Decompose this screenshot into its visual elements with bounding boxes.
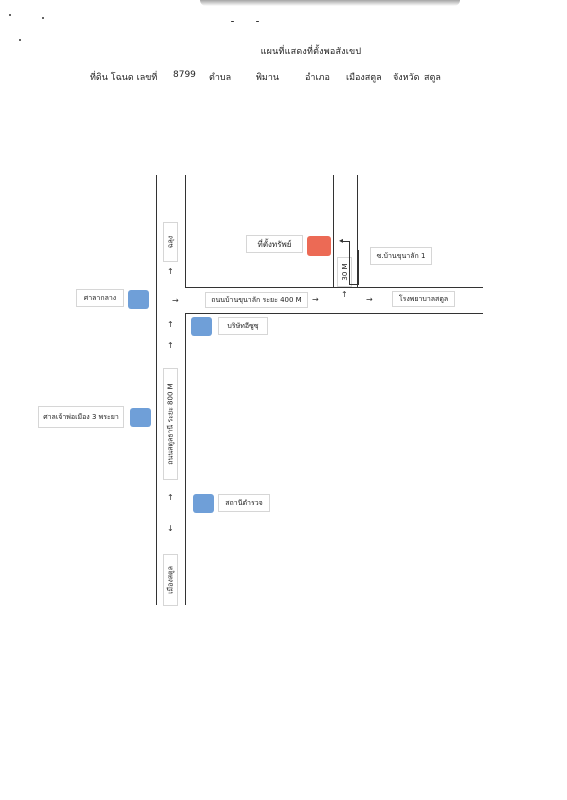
scan-speck <box>231 21 234 22</box>
district-label: อำเภอ <box>305 73 330 83</box>
subdistrict-value: พิมาน <box>256 73 280 83</box>
page-title: แผนที่แสดงที่ตั้งพอสังเขป <box>260 47 362 57</box>
main-road-right-edge-north <box>185 175 186 287</box>
scan-shadow <box>200 0 460 6</box>
soi-connector-vertical <box>349 241 350 284</box>
north-direction-label: ฉลุง <box>163 222 178 262</box>
main-road-left-edge <box>156 175 157 605</box>
soi-sign-connector <box>358 250 359 285</box>
soi-left-edge <box>333 175 334 287</box>
property-marker <box>307 236 331 256</box>
arrow-down-icon: ↓ <box>167 524 174 533</box>
main-road-text: ถนนสตูลธานี ระยะ 800 M <box>166 383 174 465</box>
north-direction-text: ฉลุง <box>166 235 174 249</box>
soi-distance-label: 30 M <box>337 257 352 287</box>
soi-right-edge <box>357 175 358 287</box>
shrine-label: ศาลเจ้าพ่อเมือง 3 พระยา <box>38 406 124 428</box>
south-direction-label: เมืองสตูล <box>163 554 178 606</box>
arrow-right-icon: → <box>312 295 319 304</box>
soi-connector-top <box>343 241 349 242</box>
arrow-left-icon: ◂ <box>339 236 344 245</box>
subdistrict-label: ตำบล <box>209 73 232 83</box>
main-road-right-edge-south <box>185 313 186 605</box>
arrow-right-icon: → <box>366 295 373 304</box>
side-road-bottom-edge <box>185 313 483 314</box>
arrow-up-icon: ↑ <box>167 341 174 350</box>
province-value: สตูล <box>424 73 441 83</box>
deed-number: 8799 <box>173 70 196 80</box>
arrow-up-icon: ↑ <box>167 320 174 329</box>
scan-speck <box>42 17 44 19</box>
hospital-label: โรงพยาบาลสตูล <box>392 291 455 307</box>
soi-connector-bottom <box>349 284 359 285</box>
arrow-right-icon: → <box>172 296 179 305</box>
city-hall-label: ศาลากลาง <box>76 289 124 307</box>
side-road-top-edge <box>185 287 483 288</box>
police-station-label: สถานีตำรวจ <box>218 494 270 512</box>
south-direction-text: เมืองสตูล <box>166 566 174 594</box>
arrow-up-icon: ↑ <box>167 493 174 502</box>
province-label: จังหวัด <box>393 73 420 83</box>
main-road-label: ถนนสตูลธานี ระยะ 800 M <box>163 368 178 480</box>
company-label: บริษัทอีซูซุ <box>218 317 268 335</box>
soi-label: ซ.บ้านขุนาลัก 1 <box>370 247 432 265</box>
scan-speck <box>9 14 11 16</box>
company-marker <box>191 317 212 336</box>
city-hall-marker <box>128 290 149 309</box>
arrow-up-icon: ↑ <box>341 290 348 299</box>
shrine-marker <box>130 408 151 427</box>
property-label: ที่ตั้งทรัพย์ <box>246 235 303 253</box>
soi-distance-text: 30 M <box>340 263 349 281</box>
police-station-marker <box>193 494 214 513</box>
scan-speck <box>19 39 21 41</box>
arrow-up-icon: ↑ <box>167 267 174 276</box>
district-value: เมืองสตูล <box>346 73 382 83</box>
side-road-label: ถนนบ้านขุนาลัก ระยะ 400 M <box>205 292 308 308</box>
scan-speck <box>256 21 259 22</box>
land-type-label: ที่ดิน โฉนด เลขที่ <box>90 73 158 83</box>
